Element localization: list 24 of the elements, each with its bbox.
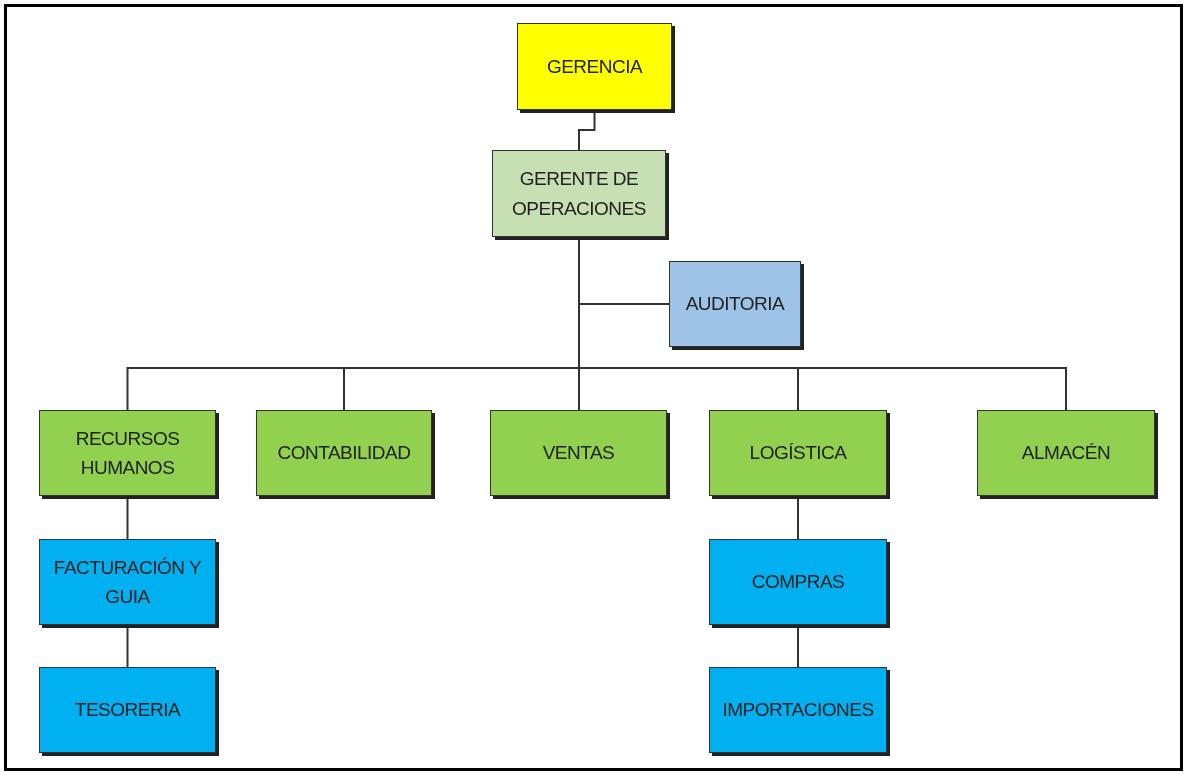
unit-box [709,539,887,625]
box-label: VENTAS [542,441,615,466]
box-label: AUDITORIA [685,292,785,317]
unit-box [39,667,216,753]
box-label: COMPRAS [751,570,845,595]
department-box [39,410,216,496]
box-label: LOGÍSTICA [749,441,847,466]
box-label: TESORERIA [74,698,181,723]
box-label: RECURSOS HUMANOS [74,426,181,480]
box-label: ALMACÉN [1021,441,1111,466]
top-box [517,23,672,110]
box-label: IMPORTACIONES [722,698,874,723]
unit-box [709,667,887,753]
staff-box [669,261,801,347]
box-label: GERENTE DE OPERACIONES [511,167,647,221]
department-box [709,410,887,496]
box-label: GERENCIA [546,54,643,79]
department-box [256,410,432,496]
department-box [977,410,1155,496]
box-label: CONTABILIDAD [277,441,411,466]
manager-box [492,150,666,237]
department-box [490,410,667,496]
unit-box [39,539,216,625]
box-label: FACTURACIÓN Y GUIA [52,555,203,609]
